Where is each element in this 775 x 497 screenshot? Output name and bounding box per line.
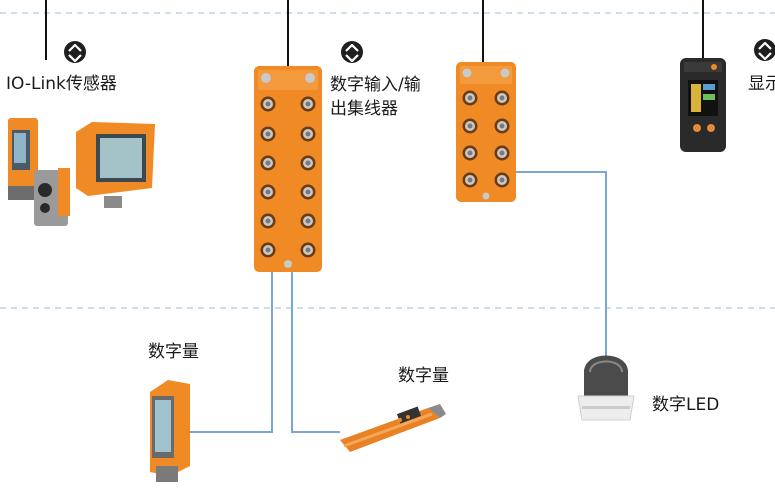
label-digital-led: 数字LED [652,395,720,415]
label-digital-2: 数字量 [398,366,449,386]
iolink-sensor-small [8,118,38,200]
cable-hub1-to-sensor [190,272,273,433]
io-link-icon [339,39,365,65]
label-digital-1: 数字量 [148,342,199,362]
io-link-icon [62,39,88,65]
digital-io-hub-large [254,66,322,272]
digital-sensor [150,380,190,482]
cylindrical-sensor [340,404,446,452]
label-display: 显示 [748,74,775,94]
cable-hub1-to-cylinder [291,272,340,433]
label-hub-line2: 出集线器 [330,99,398,119]
digital-led [577,355,635,421]
display-device [680,58,726,152]
iolink-sensor-cube [76,122,155,208]
digital-io-hub-small [456,62,516,202]
iolink-sensor-grey [34,168,70,226]
label-iolink-sensor: IO-Link传感器 [6,74,117,94]
label-hub-line1: 数字输入/输 [330,75,421,95]
cable-hub2-to-led [515,171,607,358]
io-link-icon [752,37,775,63]
